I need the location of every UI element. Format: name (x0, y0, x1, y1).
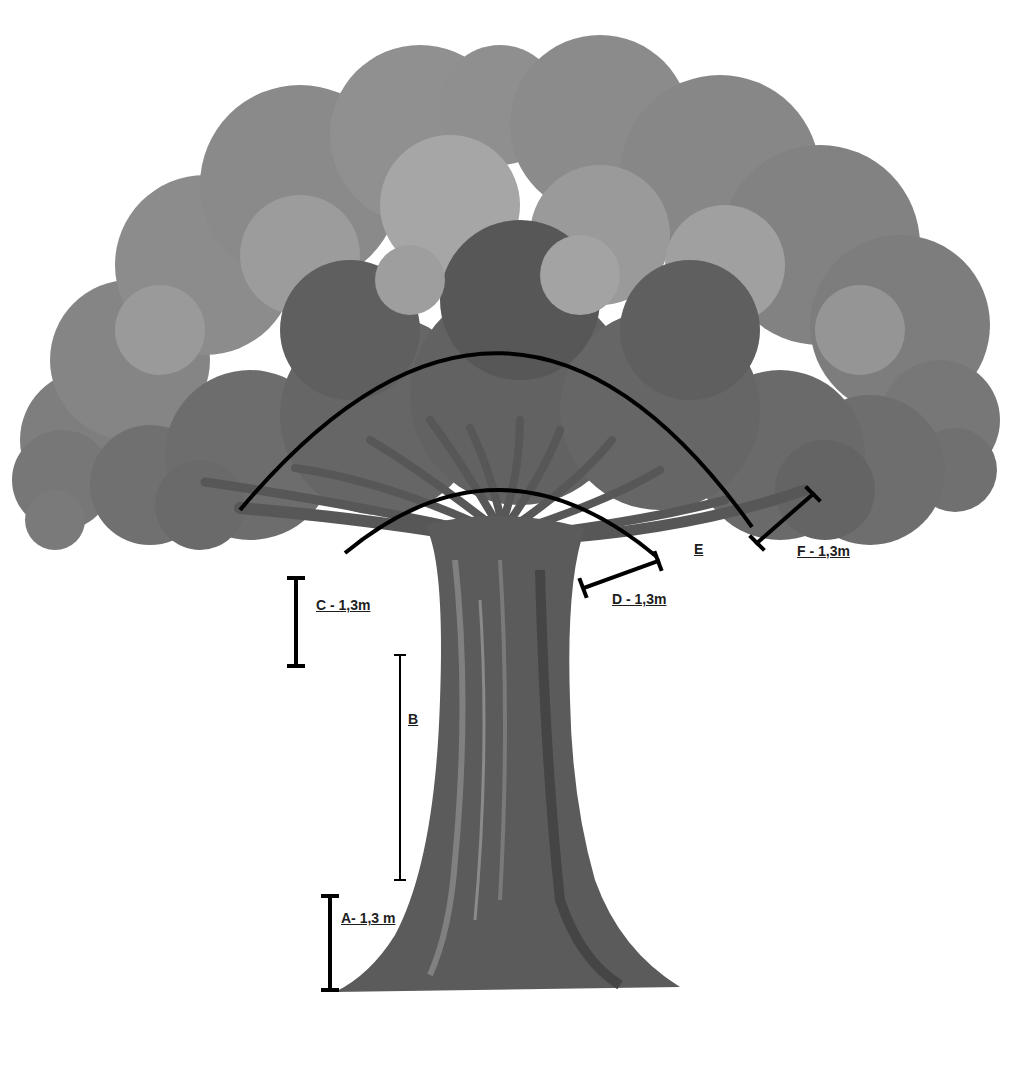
arc-line (240, 353, 752, 527)
part-label: B (408, 712, 418, 727)
dimension-label: F - 1,3m (797, 544, 850, 559)
tree-trunk (335, 516, 680, 992)
measurement-bars (289, 488, 819, 990)
tree-canopy (12, 35, 1000, 550)
dimension-label: D - 1,3m (612, 592, 666, 607)
dimension-label: A- 1,3 m (341, 911, 395, 926)
dimension-label: C - 1,3m (316, 598, 370, 613)
arc-line (345, 490, 657, 557)
part-label: E (694, 542, 703, 557)
